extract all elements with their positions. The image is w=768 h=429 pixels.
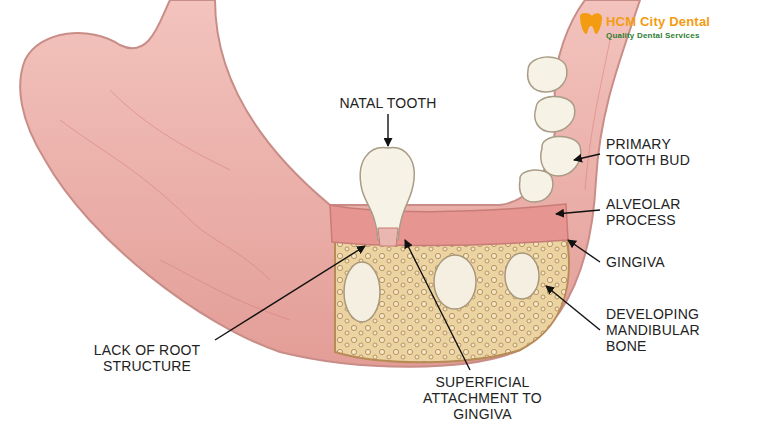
mandible [20, 0, 640, 367]
part-label: LACK OF ROOT STRUCTURE [62, 342, 232, 374]
gum-ridge [330, 204, 568, 246]
part-label: GINGIVA [606, 254, 716, 270]
watermark-subtitle: Quality Dental Services [606, 30, 756, 41]
natal-tooth [360, 148, 414, 240]
logo-icon [580, 13, 602, 34]
tooth-stub [378, 228, 398, 246]
part-label: SUPERFICIAL ATTACHMENT TO GINGIVA [410, 374, 555, 422]
part-label: ALVEOLAR PROCESS [606, 196, 716, 228]
part-label: DEVELOPING MANDIBULAR BONE [606, 306, 731, 354]
part-label: PRIMARY TOOTH BUD [606, 136, 716, 168]
watermark-title: HCM City Dental [606, 14, 756, 30]
bone-section [335, 232, 569, 362]
leader-lines [215, 114, 600, 370]
primary-tooth-buds [520, 57, 581, 202]
part-label: NATAL TOOTH [328, 95, 448, 111]
